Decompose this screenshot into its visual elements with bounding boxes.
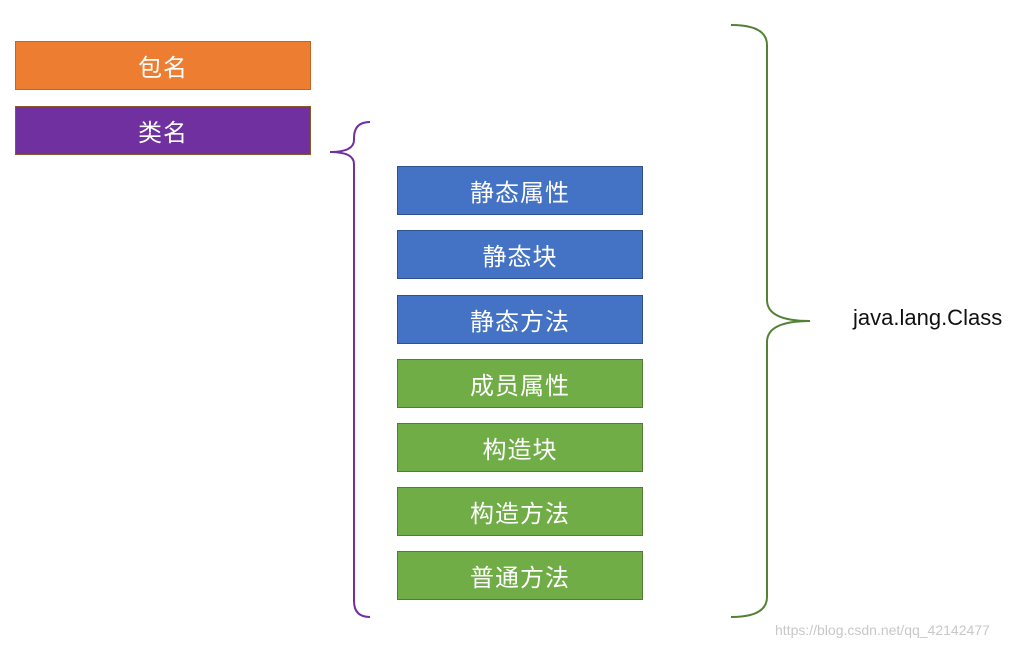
package-name-label: 包名 [138,54,188,82]
class-object-brace [730,24,811,618]
member-box-static-method: 静态方法 [397,295,643,344]
member-box-static-block: 静态块 [397,230,643,279]
member-label: 普通方法 [470,564,570,592]
member-label: 构造方法 [470,500,570,528]
watermark-text: https://blog.csdn.net/qq_42142477 [775,622,990,638]
member-box-method: 普通方法 [397,551,643,600]
member-label: 构造块 [482,436,558,464]
class-name-label: 类名 [138,119,188,147]
member-label: 静态属性 [470,179,570,207]
class-object-label: java.lang.Class [853,305,1003,330]
member-box-instance-field: 成员属性 [397,359,643,408]
package-name-box: 包名 [15,41,311,90]
member-label: 成员属性 [470,372,570,400]
member-box-constructor: 构造方法 [397,487,643,536]
member-box-static-field: 静态属性 [397,166,643,215]
member-label: 静态块 [482,243,558,271]
member-box-instance-block: 构造块 [397,423,643,472]
class-members-brace [329,121,371,618]
member-label: 静态方法 [470,308,570,336]
class-name-box: 类名 [15,106,311,155]
